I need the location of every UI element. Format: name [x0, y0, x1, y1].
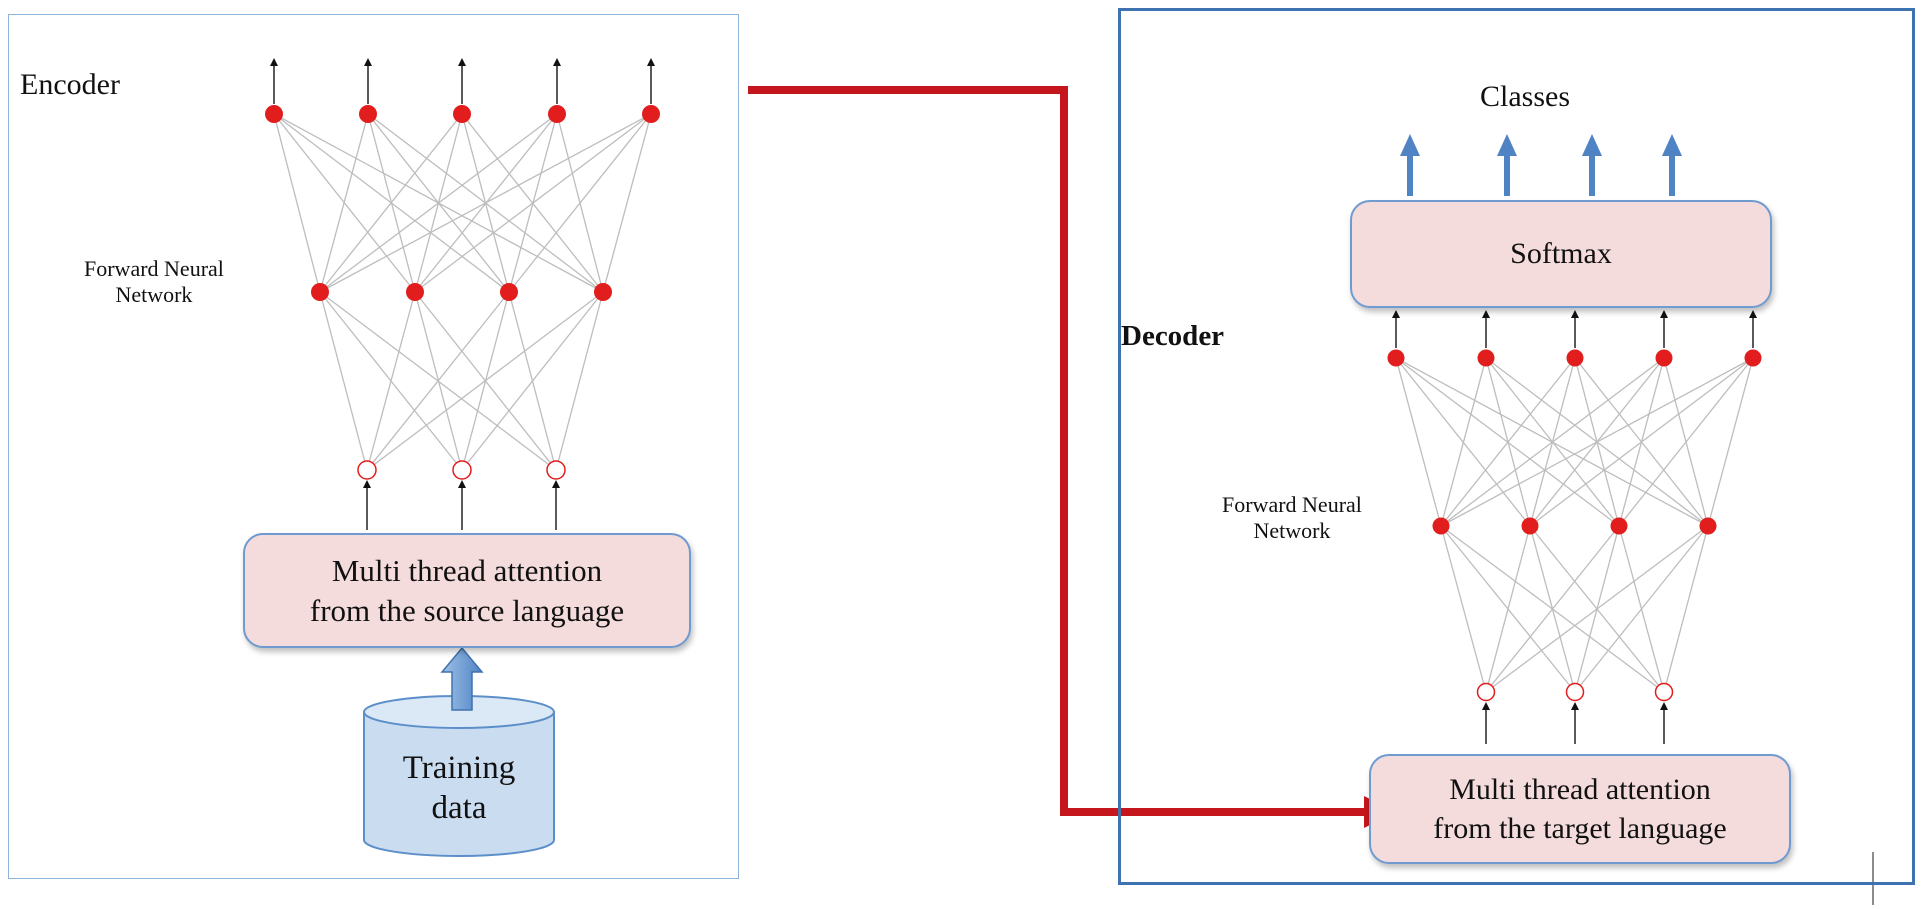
decoder-edge	[1395, 357, 1531, 527]
decoder-title: Decoder	[1121, 320, 1225, 352]
encoder-edge	[555, 291, 604, 471]
encoder-edge	[273, 113, 321, 293]
small-arrow-head	[1749, 310, 1757, 318]
encoder-edge	[273, 113, 604, 293]
small-arrow-head	[553, 58, 561, 66]
decoder-edges	[1395, 357, 1754, 693]
decoder-edge	[1574, 357, 1709, 527]
encoder-hidden-node	[594, 283, 612, 301]
decoder-attention-text: Multi thread attention from the target l…	[1433, 773, 1727, 845]
decoder-network-label: Forward Neural Network	[1222, 492, 1362, 543]
decoder-edge	[1440, 525, 1487, 693]
decoder-panel	[1118, 8, 1915, 885]
small-arrow-head	[458, 58, 466, 66]
decoder-edge	[1618, 525, 1665, 693]
class-arrow-head	[1400, 134, 1420, 156]
encoder-edge	[556, 113, 604, 293]
encoder-hidden-node	[500, 283, 518, 301]
small-arrow-head	[270, 58, 278, 66]
encoder-input-node	[546, 460, 566, 480]
encoder-input-node	[357, 460, 377, 480]
decoder-attention-box: Multi thread attention from the target l…	[1369, 754, 1791, 864]
encoder-output-node	[359, 105, 377, 123]
decoder-output-node	[1655, 349, 1673, 367]
softmax-text: Softmax	[1510, 237, 1612, 270]
small-arrow-head	[1482, 702, 1490, 710]
encoder-output-node	[548, 105, 566, 123]
decoder-input-node	[1565, 682, 1585, 702]
encoder-hidden-node	[311, 283, 329, 301]
encoder-edge	[319, 291, 557, 471]
class-arrow-head	[1497, 134, 1517, 156]
class-output-arrows	[1400, 134, 1682, 196]
encoder-hidden-node	[406, 283, 424, 301]
decoder-edge	[1395, 357, 1442, 527]
encoder-edge	[273, 113, 416, 293]
decoder-edge	[1395, 357, 1709, 527]
decoder-hidden-node	[1699, 517, 1717, 535]
small-arrow-head	[1392, 310, 1400, 318]
encoder-output-node	[453, 105, 471, 123]
encoder-input-node	[452, 460, 472, 480]
encoder-edge	[319, 291, 368, 471]
encoder-edge	[414, 291, 557, 471]
decoder-hidden-node	[1610, 517, 1628, 535]
small-arrow-head	[458, 480, 466, 488]
training-data-cylinder	[363, 695, 555, 857]
encoder-edge	[367, 113, 604, 293]
decoder-output-node	[1387, 349, 1405, 367]
small-arrow-head	[1482, 310, 1490, 318]
small-arrow-head	[647, 58, 655, 66]
encoder-attention-text: Multi thread attention from the source l…	[309, 552, 625, 628]
classes-label: Classes	[1480, 80, 1570, 113]
encoder-edge	[319, 291, 463, 471]
encoder-edge	[508, 291, 557, 471]
small-arrow-head	[552, 480, 560, 488]
decoder-edge	[1529, 525, 1665, 693]
encoder-panel	[8, 14, 739, 879]
small-arrows	[270, 58, 1757, 744]
decoder-nodes	[1387, 349, 1762, 702]
decoder-output-node	[1566, 349, 1584, 367]
encoder-output-node	[265, 105, 283, 123]
encoder-to-decoder-connector	[748, 86, 1368, 816]
encoder-network-label: Forward Neural Network	[84, 256, 224, 307]
softmax-box: Softmax	[1350, 200, 1772, 308]
encoder-edge	[461, 113, 604, 293]
encoder-edge	[273, 113, 510, 293]
encoder-edges	[273, 113, 652, 471]
small-arrow-head	[1571, 702, 1579, 710]
training-data-label: Training data	[402, 750, 516, 826]
class-arrow-head	[1582, 134, 1602, 156]
encoder-output-node	[642, 105, 660, 123]
decoder-edge	[1440, 525, 1665, 693]
small-arrow-head	[1660, 702, 1668, 710]
data-flow-arrow	[440, 646, 484, 711]
decoder-input-node	[1476, 682, 1496, 702]
decoder-edge	[1440, 525, 1576, 693]
class-arrow-head	[1662, 134, 1682, 156]
decoder-edge	[1485, 357, 1709, 527]
decoder-edge	[1663, 525, 1709, 693]
decoder-hidden-node	[1432, 517, 1450, 535]
decoder-edge	[1707, 357, 1754, 527]
decoder-output-node	[1477, 349, 1495, 367]
decoder-input-node	[1654, 682, 1674, 702]
small-arrow-head	[363, 480, 371, 488]
decoder-edge	[1395, 357, 1620, 527]
small-arrow-head	[1571, 310, 1579, 318]
encoder-edge	[602, 113, 652, 293]
small-arrow-head	[364, 58, 372, 66]
small-arrow-head	[1660, 310, 1668, 318]
decoder-output-node	[1744, 349, 1762, 367]
decoder-edge	[1663, 357, 1709, 527]
encoder-nodes	[265, 105, 660, 480]
encoder-attention-box: Multi thread attention from the source l…	[243, 533, 691, 648]
decoder-hidden-node	[1521, 517, 1539, 535]
encoder-title: Encoder	[20, 68, 120, 101]
